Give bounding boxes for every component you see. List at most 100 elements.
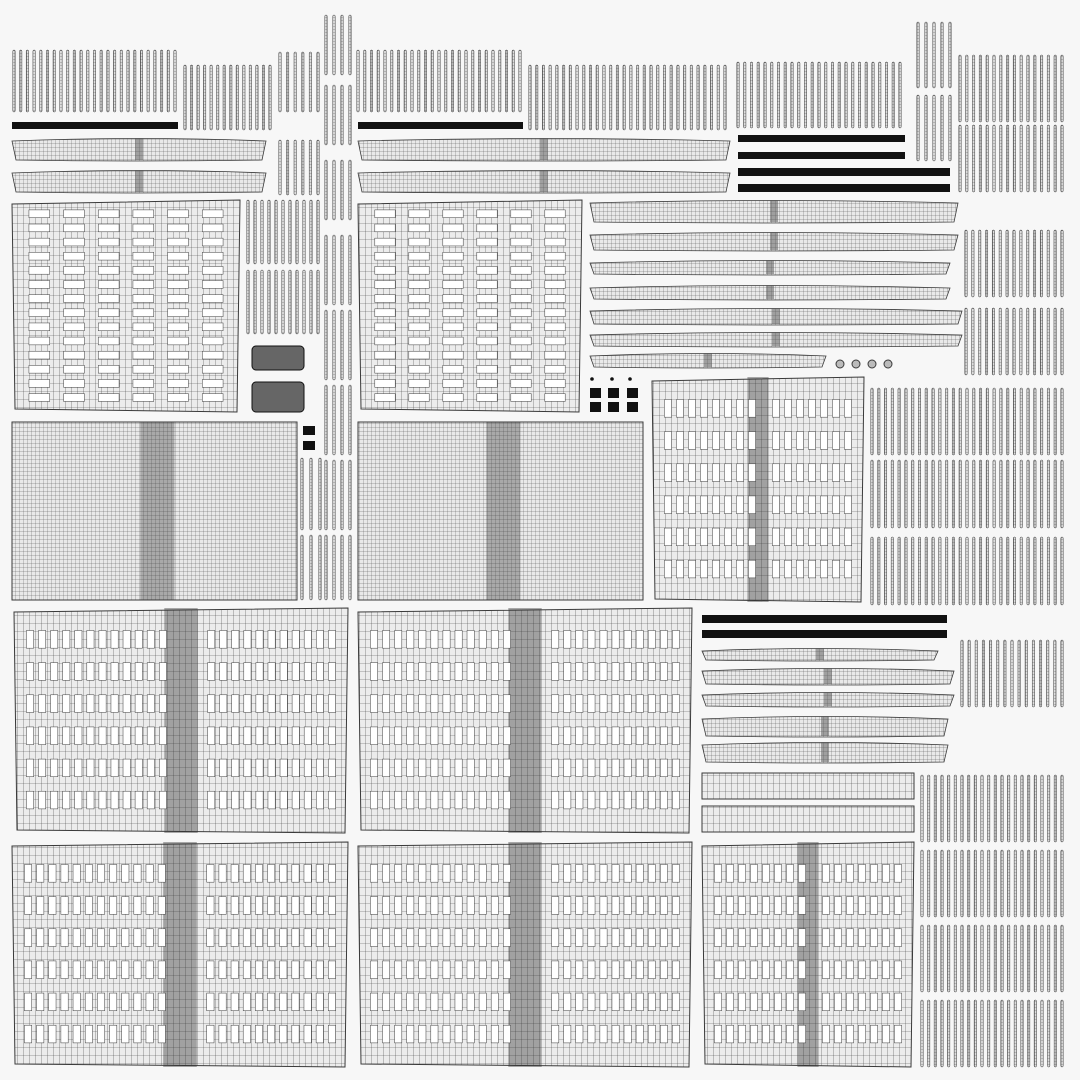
uv-window (132, 237, 154, 247)
uv-window (784, 463, 792, 482)
uv-window (844, 495, 852, 514)
uv-strip-vertical (1019, 307, 1023, 376)
uv-window (28, 365, 50, 374)
uv-window (772, 463, 780, 482)
uv-window (255, 992, 263, 1011)
uv-window (490, 928, 499, 947)
uv-window (36, 992, 45, 1011)
uv-window (784, 527, 792, 546)
uv-window (442, 252, 464, 261)
uv-strip-vertical (293, 139, 297, 196)
uv-strip-vertical (1060, 459, 1064, 529)
uv-window (157, 864, 166, 883)
uv-window (563, 662, 572, 681)
uv-strip-vertical (965, 536, 969, 606)
uv-window (328, 662, 336, 681)
uv-window (611, 726, 620, 745)
uv-strip-vertical (1013, 387, 1016, 456)
uv-window (97, 896, 105, 915)
uv-strip-vertical (958, 459, 962, 529)
uv-window (476, 322, 498, 331)
uv-strip-vertical (19, 49, 23, 113)
uv-window (736, 463, 744, 482)
uv-window (478, 630, 487, 649)
uv-strip-vertical (965, 387, 969, 456)
uv-window (218, 896, 227, 915)
uv-strip-vertical (938, 536, 942, 606)
uv-window (370, 662, 378, 681)
uv-strip-vertical (1040, 924, 1044, 993)
uv-strip-vertical (383, 49, 387, 113)
uv-window (38, 662, 46, 681)
uv-strip-vertical (332, 534, 336, 601)
uv-seam (486, 422, 521, 600)
uv-strip-vertical (246, 199, 250, 265)
uv-strip-vertical (511, 49, 515, 113)
uv-seam (772, 332, 780, 346)
uv-window (786, 960, 794, 979)
uv-strip-vertical (1039, 307, 1043, 376)
uv-window (122, 726, 131, 745)
uv-window (544, 322, 566, 331)
uv-window (291, 896, 300, 915)
uv-window (454, 758, 463, 777)
uv-window (243, 694, 252, 713)
uv-window (750, 928, 758, 947)
uv-strip-vertical (1027, 999, 1031, 1068)
uv-strip-vertical (99, 49, 103, 113)
uv-window (291, 790, 300, 810)
uv-window (38, 726, 46, 745)
uv-window (255, 694, 264, 713)
uv-strip-vertical (1000, 924, 1004, 993)
uv-window (291, 1024, 300, 1044)
uv-strip-vertical (1053, 639, 1057, 708)
uv-window (394, 630, 403, 649)
uv-seam (766, 285, 774, 299)
uv-window (476, 223, 498, 233)
uv-strip-vertical (1013, 536, 1016, 606)
uv-window (72, 992, 81, 1011)
uv-window (660, 790, 668, 810)
uv-window (316, 726, 324, 745)
uv-window (772, 399, 780, 418)
uv-window (159, 694, 167, 713)
uv-window (50, 790, 59, 810)
uv-window (134, 726, 143, 745)
uv-strip-vertical (1020, 774, 1024, 843)
uv-window (303, 758, 312, 777)
uv-window (167, 223, 189, 233)
uv-strip-vertical (918, 459, 921, 529)
uv-window (635, 662, 644, 681)
uv-strip-vertical (403, 49, 407, 113)
uv-window (24, 992, 32, 1011)
uv-window (820, 399, 828, 418)
uv-window (167, 280, 189, 289)
uv-window (510, 322, 532, 331)
uv-window (466, 726, 475, 745)
uv-strip-vertical (288, 199, 292, 265)
uv-window (133, 960, 142, 979)
uv-window (242, 896, 251, 915)
uv-strip-vertical (370, 49, 373, 113)
uv-window (442, 928, 451, 947)
uv-strip-vertical (1033, 999, 1037, 1068)
uv-window (219, 790, 228, 810)
uv-window (408, 308, 430, 317)
uv-strip-vertical (140, 49, 143, 113)
uv-strip-vertical (927, 999, 931, 1068)
uv-strip-vertical (877, 536, 881, 606)
uv-window (218, 928, 227, 947)
uv-window (796, 495, 804, 514)
uv-window (544, 350, 566, 360)
uv-window (635, 758, 644, 777)
uv-strip-vertical (960, 924, 964, 993)
uv-strip-vertical (300, 457, 304, 531)
uv-strip-vertical (1033, 849, 1037, 918)
uv-strip-vertical (884, 459, 888, 529)
uv-window (834, 928, 842, 947)
uv-window (97, 928, 105, 947)
uv-window (635, 726, 644, 745)
uv-window (243, 630, 252, 649)
uv-window (374, 365, 396, 374)
uv-strip-vertical (318, 457, 322, 531)
